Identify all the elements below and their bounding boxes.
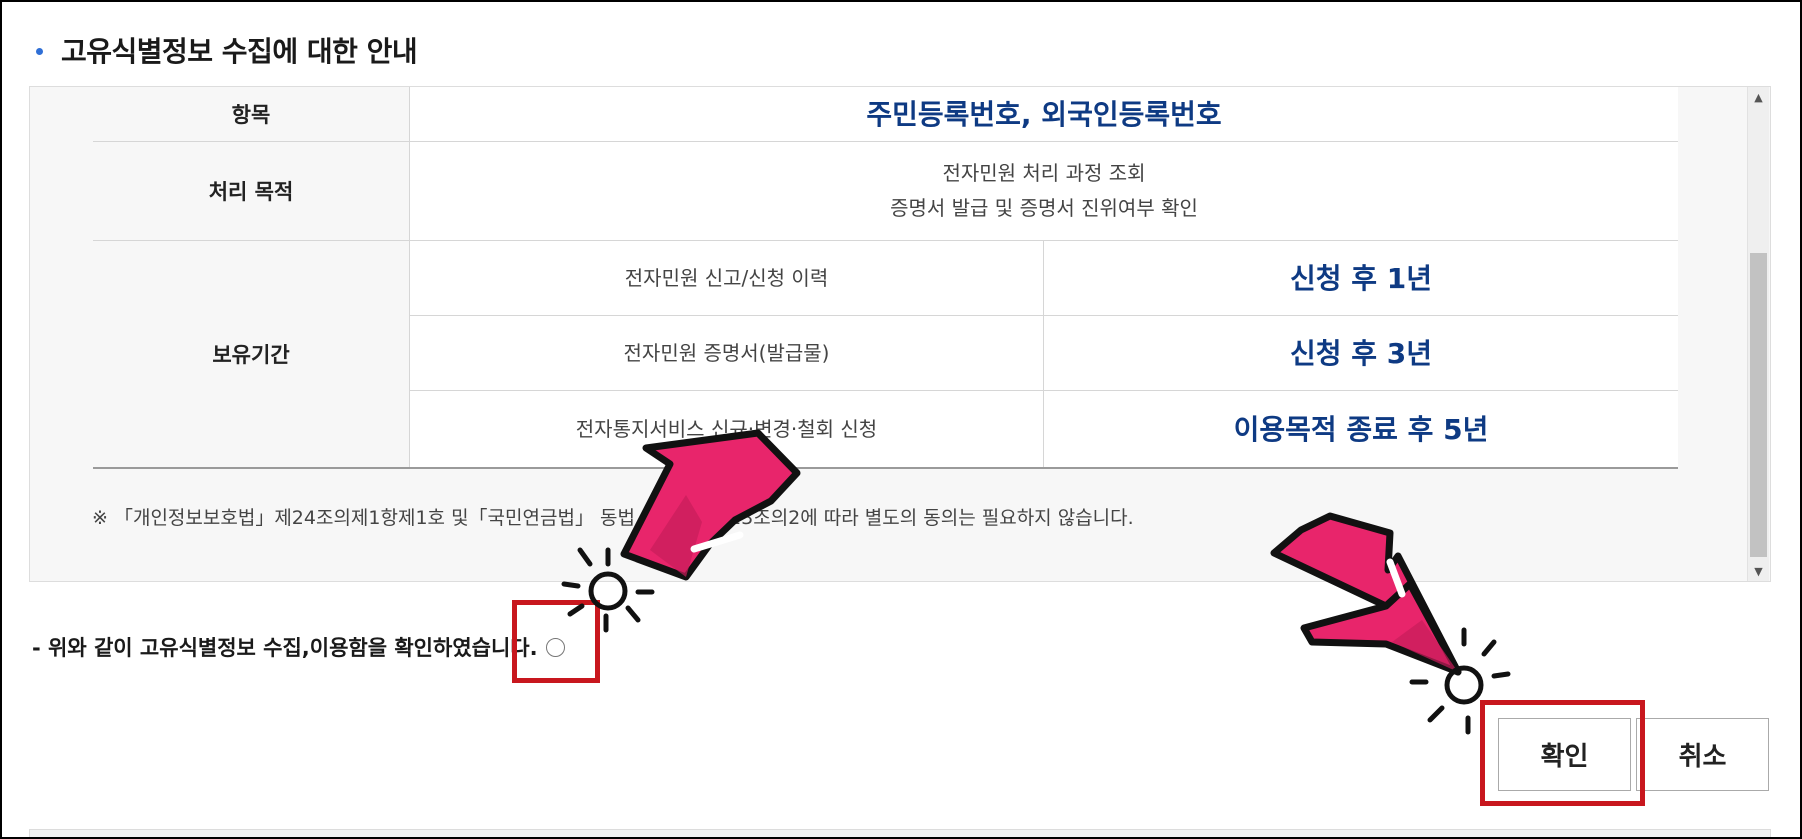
purpose-line: 전자민원 처리 과정 조회 — [942, 161, 1146, 185]
retention-label: 보유기간 — [212, 343, 290, 367]
info-panel: 항목 주민등록번호, 외국인등록번호 처리 목적 전자민원 처리 과정 조회 증… — [29, 86, 1771, 582]
scroll-thumb[interactable] — [1750, 253, 1767, 557]
scroll-up-icon[interactable]: ▲ — [1754, 90, 1763, 104]
retention-label-cell: 보유기간 — [93, 241, 409, 467]
divider — [409, 315, 1678, 316]
item-value-cell: 주민등록번호, 외국인등록번호 — [409, 87, 1678, 141]
retention-period: 신청 후 3년 — [1289, 336, 1433, 370]
divider — [409, 390, 1678, 391]
scroll-down-icon[interactable]: ▼ — [1754, 564, 1763, 578]
purpose-label: 처리 목적 — [208, 180, 294, 204]
retention-period-cell: 신청 후 1년 — [1043, 241, 1678, 315]
retention-desc-cell: 전자민원 증명서(발급물) — [409, 316, 1043, 390]
purpose-label-cell: 처리 목적 — [93, 142, 409, 240]
item-label-cell: 항목 — [93, 87, 409, 141]
retention-period-cell: 이용목적 종료 후 5년 — [1043, 391, 1678, 467]
confirm-text: - 위와 같이 고유식별정보 수집,이용함을 확인하였습니다. — [32, 636, 538, 660]
purpose-value-cell: 전자민원 처리 과정 조회 증명서 발급 및 증명서 진위여부 확인 — [409, 142, 1678, 240]
divider — [93, 240, 1678, 241]
retention-desc-cell: 전자통지서비스 신규·변경·철회 신청 — [409, 391, 1043, 467]
item-value: 주민등록번호, 외국인등록번호 — [866, 97, 1222, 131]
item-label: 항목 — [231, 103, 271, 127]
cancel-button[interactable]: 취소 — [1636, 718, 1769, 791]
radio-highlight-box — [512, 600, 600, 683]
section-header: 고유식별정보 수집에 대한 안내 — [36, 30, 418, 70]
bullet-icon — [36, 47, 43, 55]
legal-note: ※ 「개인정보보호법」제24조의제1항제1호 및「국민연금법」 동법 시행령 제… — [92, 507, 1134, 529]
section-title: 고유식별정보 수집에 대한 안내 — [61, 35, 418, 68]
retention-desc: 전자민원 신고/신청 이력 — [624, 265, 829, 290]
retention-period: 신청 후 1년 — [1289, 261, 1433, 295]
retention-period: 이용목적 종료 후 5년 — [1233, 412, 1489, 446]
retention-desc: 전자통지서비스 신규·변경·철회 신청 — [575, 416, 878, 441]
confirm-radio[interactable] — [545, 637, 565, 657]
purpose-line: 증명서 발급 및 증명서 진위여부 확인 — [890, 196, 1198, 220]
retention-period-cell: 신청 후 3년 — [1043, 316, 1678, 390]
info-table: 항목 주민등록번호, 외국인등록번호 처리 목적 전자민원 처리 과정 조회 증… — [93, 87, 1678, 469]
scrollbar[interactable]: ▲ ▼ — [1747, 87, 1769, 581]
retention-desc-cell: 전자민원 신고/신청 이력 — [409, 241, 1043, 315]
confirm-row: - 위와 같이 고유식별정보 수집,이용함을 확인하였습니다. — [32, 632, 565, 662]
ok-button[interactable]: 확인 — [1498, 718, 1631, 791]
next-section-edge — [29, 829, 1771, 837]
retention-desc: 전자민원 증명서(발급물) — [623, 340, 830, 365]
ok-highlight-box — [1480, 700, 1645, 806]
divider — [93, 141, 1678, 142]
